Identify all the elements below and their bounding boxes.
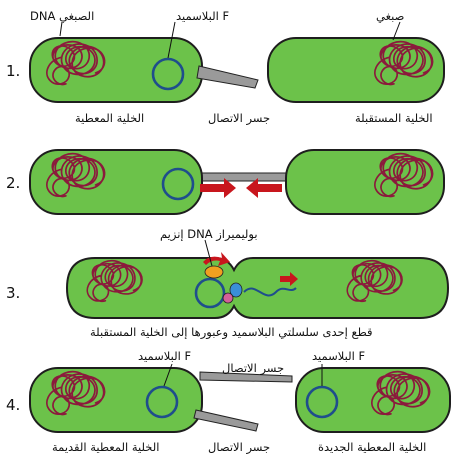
- leader-line: [204, 239, 213, 267]
- transferred-strand: [243, 287, 297, 297]
- enzyme-blue: [229, 282, 243, 298]
- plasmid-f: [194, 277, 226, 309]
- label-bridge-top: جسر الاتصال: [222, 361, 284, 376]
- step-3: 3. إنزيم DNA بوليميراز قطع إحدى سلسلتي ا…: [6, 227, 450, 340]
- leader-line: [59, 21, 63, 37]
- pilus: [196, 65, 259, 89]
- label-plasmid-f-left: البلاسميد F: [138, 349, 191, 363]
- plasmid-f: [305, 385, 339, 419]
- label-dna-polymerase: إنزيم DNA بوليميراز: [160, 227, 258, 242]
- pilus-lower: [193, 409, 259, 432]
- enzyme-orange: [204, 265, 224, 279]
- label-donor-cell: الخلية المعطية: [75, 111, 144, 125]
- label-plasmid-f-right: البلاسميد F: [312, 349, 365, 363]
- label-bridge: جسر الاتصال: [208, 111, 270, 126]
- enzyme-pink: [222, 292, 234, 304]
- step-4: 4. البلاسميد F جسر الاتصال البلاسميد F ا…: [6, 349, 451, 455]
- step-1: 1. DNA الصبغي البلاسميد F صبغي الخلية ال…: [6, 9, 445, 126]
- transfer-arrow-icon: [280, 272, 298, 286]
- arrow-right-icon: [200, 178, 236, 198]
- pilus: [197, 172, 293, 182]
- pilus-upper: [199, 371, 293, 383]
- label-transfer-caption: قطع إحدى سلسلتي البلاسميد وعبورها إلى ال…: [90, 325, 373, 340]
- label-plasmid-f: البلاسميد F: [176, 9, 229, 23]
- step-number: 2.: [6, 174, 20, 192]
- step-number: 3.: [6, 284, 20, 302]
- plasmid-f: [161, 167, 195, 201]
- label-chromosome: صبغي: [376, 9, 404, 23]
- plasmid-f: [151, 57, 185, 91]
- rotation-arrow-icon: [203, 252, 230, 266]
- label-dna-chromosome: DNA الصبغي: [30, 9, 94, 23]
- step-number: 1.: [6, 62, 20, 80]
- step-number: 4.: [6, 396, 20, 414]
- arrow-left-icon: [246, 178, 282, 198]
- label-bridge-bottom: جسر الاتصال: [208, 440, 270, 455]
- leader-line: [392, 21, 401, 41]
- label-old-donor: الخلية المعطية القديمة: [52, 440, 159, 454]
- leader-line: [163, 363, 173, 387]
- label-new-donor: الخلية المعطية الجديدة: [318, 440, 426, 454]
- leader-line: [167, 21, 176, 59]
- label-recipient-cell: الخلية المستقبلة: [355, 111, 433, 125]
- step-2: 2.: [6, 149, 445, 215]
- plasmid-f: [145, 385, 179, 419]
